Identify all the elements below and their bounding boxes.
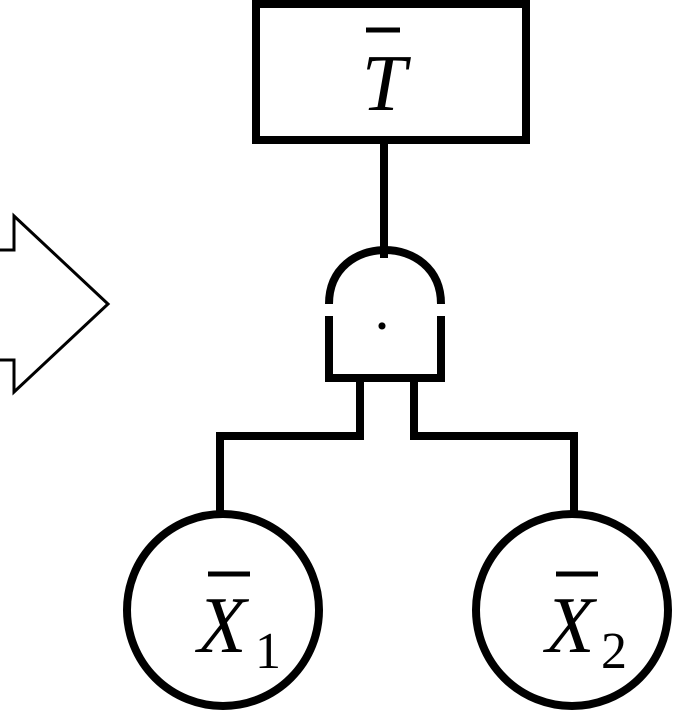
basic-event-subscript: 1 [255,623,281,680]
connector-left [216,378,364,515]
basic-event-label: X [195,582,250,670]
top-event-label: T [362,40,412,128]
right-arrow-icon [0,212,111,396]
basic-event-label: X [543,582,598,670]
basic-event-subscript: 2 [601,623,627,680]
basic-event-x2: X 2 [472,510,672,710]
and-gate-icon: · [325,246,445,382]
top-event-box: T [252,0,530,144]
gate-dot: · [372,293,392,359]
connector-right [410,378,578,515]
basic-event-x1: X 1 [123,510,323,710]
